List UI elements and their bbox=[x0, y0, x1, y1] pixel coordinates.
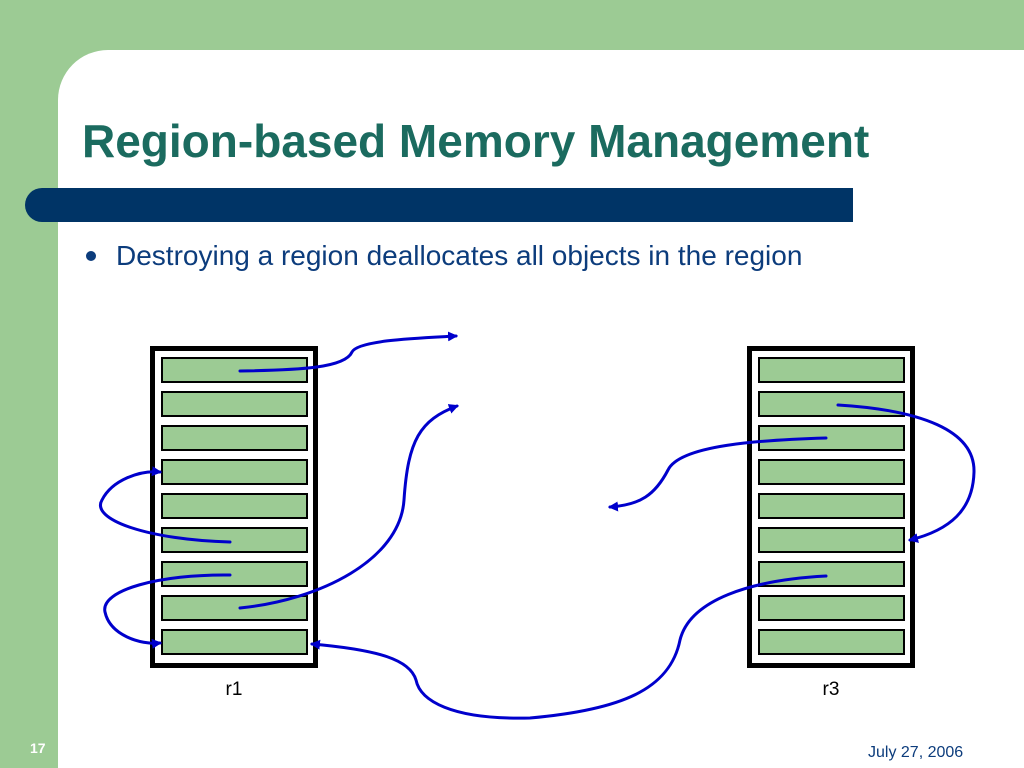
pointer-arrow bbox=[608, 436, 828, 512]
pointer-arrow bbox=[310, 574, 828, 720]
region-r1-cell bbox=[161, 493, 308, 519]
region-r1-label: r1 bbox=[226, 679, 243, 700]
slide-title: Region-based Memory Management bbox=[82, 115, 870, 167]
region-r3-cell bbox=[758, 357, 905, 383]
region-r1-cell bbox=[161, 629, 308, 655]
pointer-arrow bbox=[99, 466, 232, 544]
region-r3: r3 bbox=[747, 346, 915, 700]
region-r1-cell bbox=[161, 459, 308, 485]
slide-number: 17 bbox=[30, 740, 46, 756]
region-r3-cell bbox=[758, 425, 905, 451]
region-r3-cell bbox=[758, 493, 905, 519]
region-r1-cell bbox=[161, 425, 308, 451]
region-r1-cell bbox=[161, 391, 308, 417]
region-r3-cell bbox=[758, 527, 905, 553]
bullet-dot-icon bbox=[86, 251, 96, 261]
bullet-item: Destroying a region deallocates all obje… bbox=[86, 240, 802, 272]
pointer-arrow bbox=[238, 331, 458, 373]
region-r3-cell bbox=[758, 391, 905, 417]
region-r3-cell bbox=[758, 595, 905, 621]
region-r3-label: r3 bbox=[823, 679, 840, 700]
region-r3-cell bbox=[758, 459, 905, 485]
pointer-arrow bbox=[836, 403, 976, 543]
slide-date: July 27, 2006 bbox=[868, 744, 964, 761]
region-r1-cell bbox=[161, 561, 308, 587]
pointer-arrow bbox=[238, 404, 459, 610]
bullet-text: Destroying a region deallocates all obje… bbox=[116, 240, 803, 271]
title-underline-bar bbox=[25, 188, 853, 222]
region-r1: r1 bbox=[150, 346, 318, 700]
pointer-arrow bbox=[103, 573, 232, 649]
region-r3-cell bbox=[758, 561, 905, 587]
region-r3-cell bbox=[758, 629, 905, 655]
